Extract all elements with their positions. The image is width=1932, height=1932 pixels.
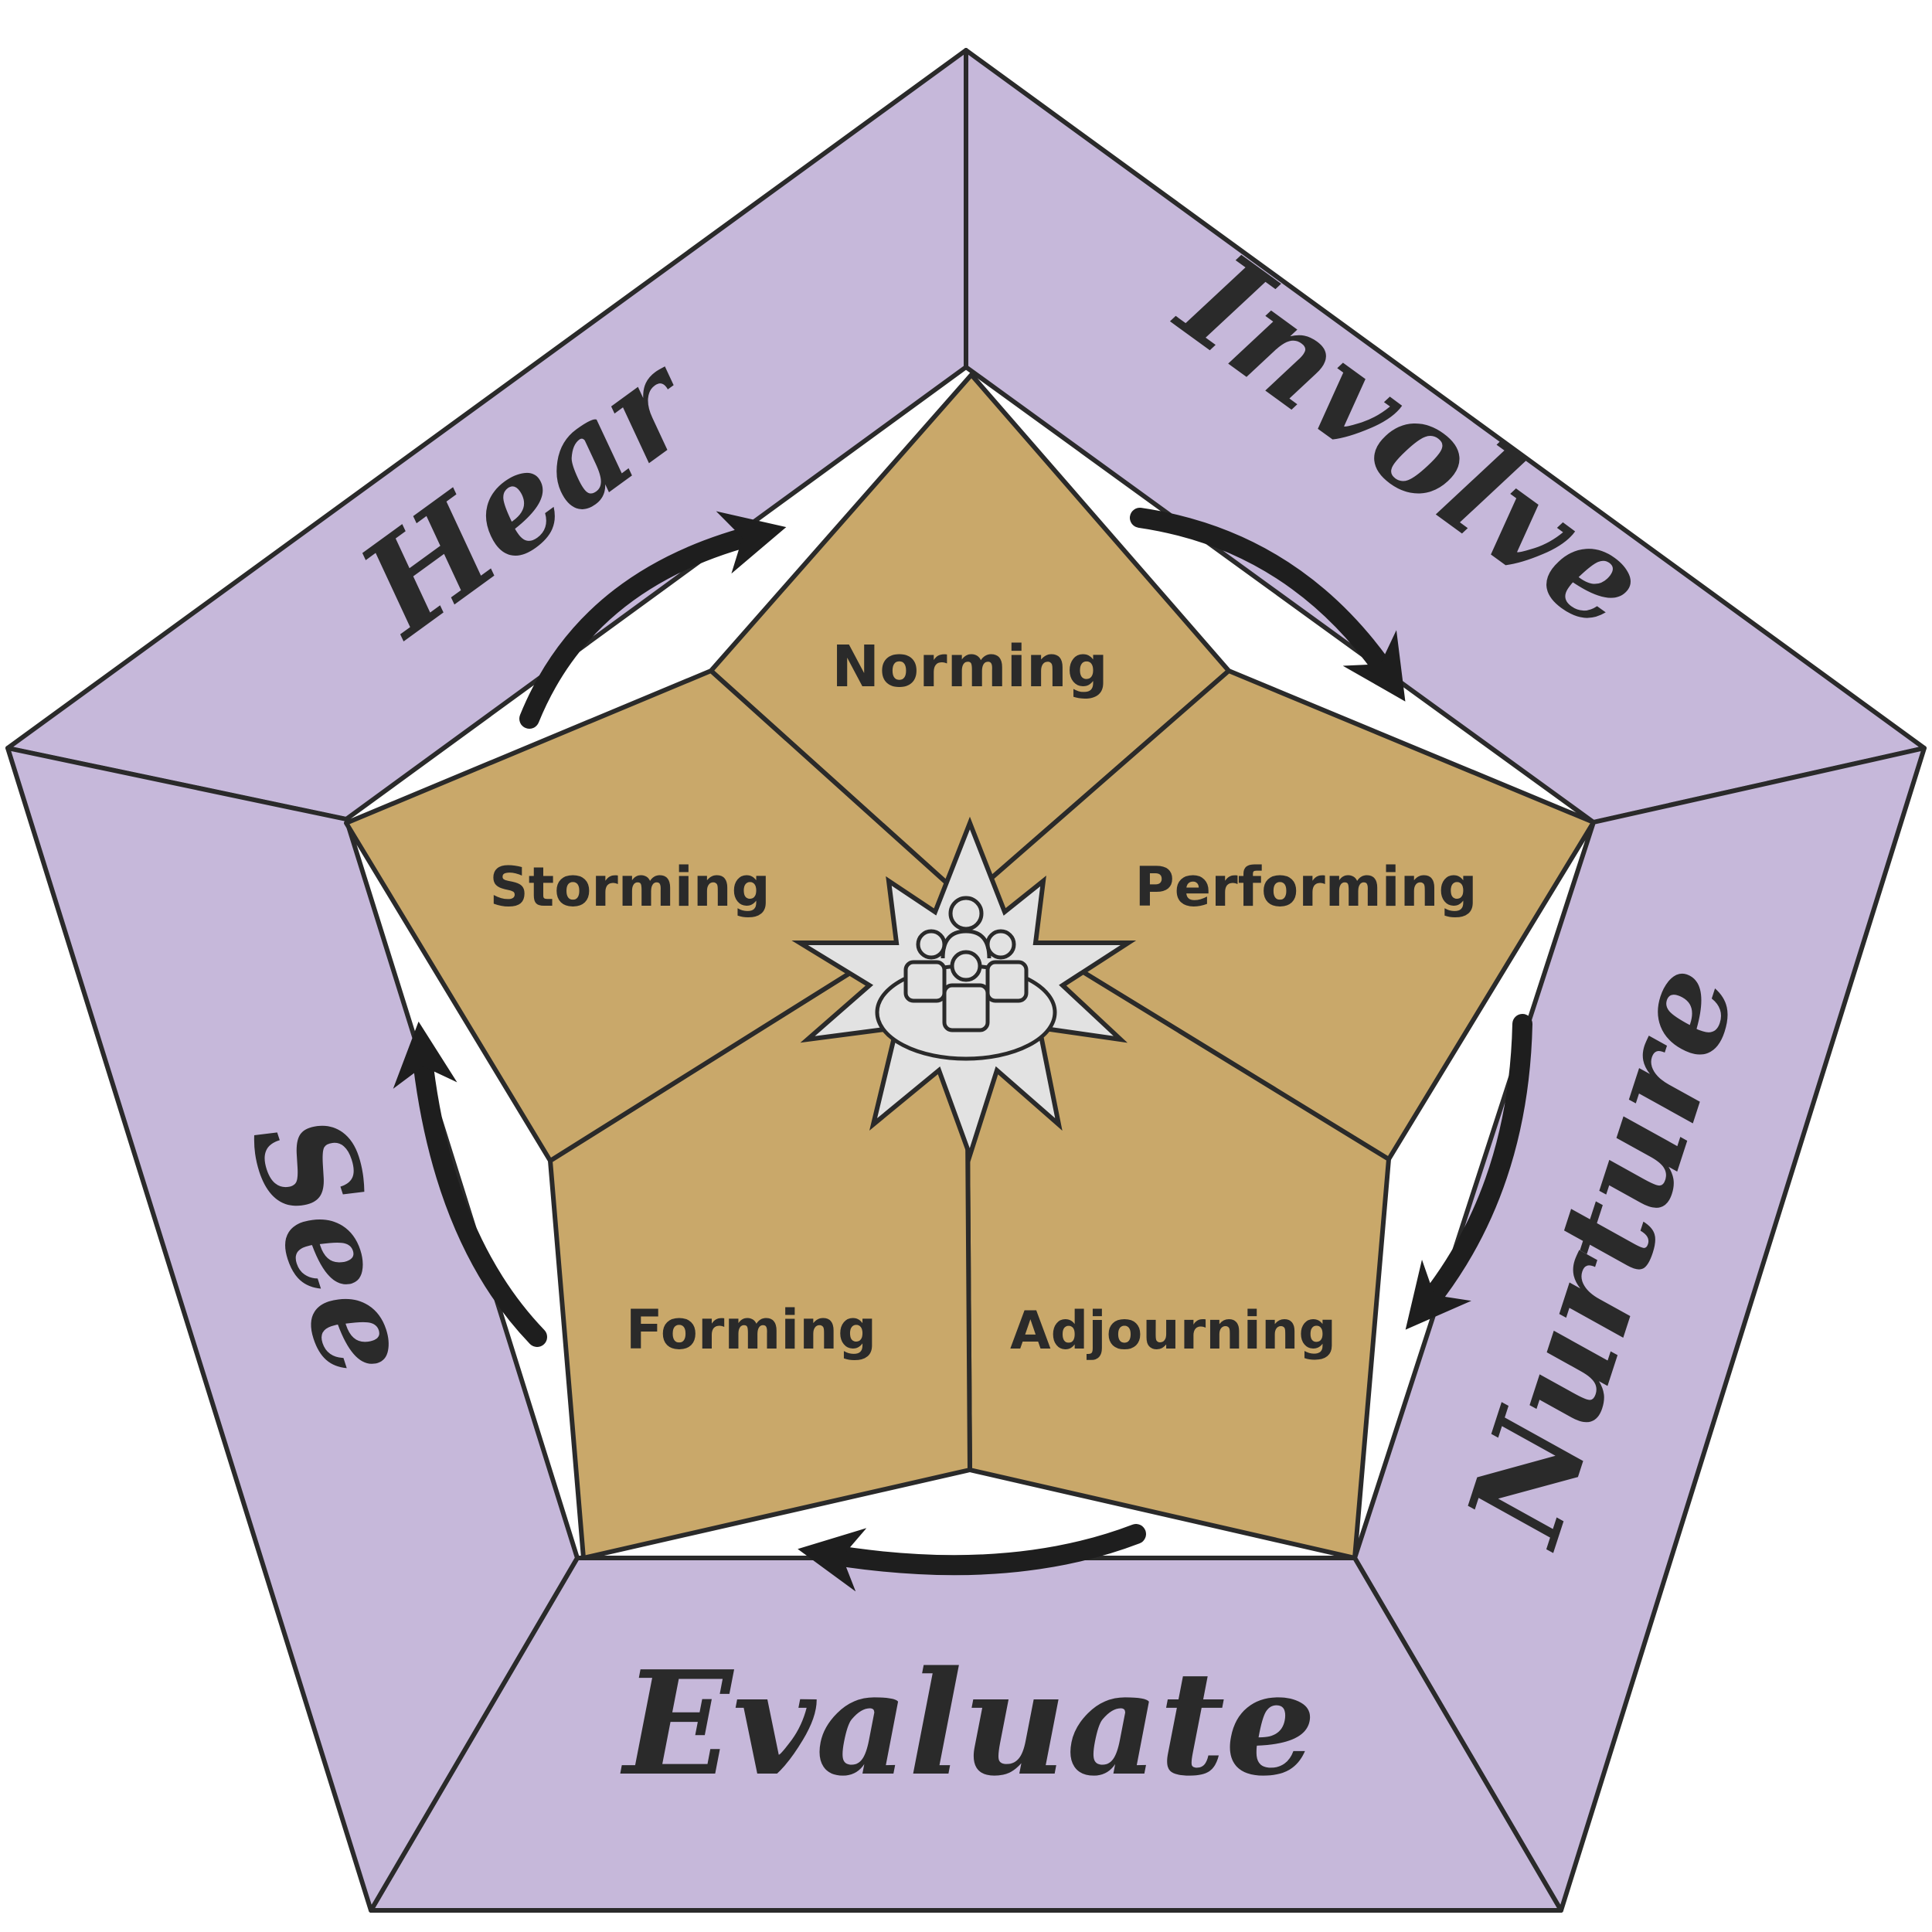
- arrow-involve-to-nurture: [1130, 508, 1406, 702]
- inner-pentagon: [344, 372, 1596, 1560]
- arrow-nurture-to-evaluate: [1405, 1014, 1532, 1330]
- label-evaluate: Evaluate: [620, 1639, 1316, 1808]
- label-performing: Performing: [1134, 855, 1477, 919]
- label-storming: Storming: [489, 855, 770, 919]
- outer-ring: [5, 48, 1927, 1913]
- arrow-hear-to-involve: [519, 511, 787, 729]
- arrow-evaluate-to-see: [798, 1524, 1146, 1592]
- label-norming: Norming: [832, 634, 1107, 700]
- label-forming: Forming: [626, 1298, 876, 1362]
- outer-segment-see: [5, 746, 580, 1913]
- arrow-see-to-hear: [393, 1021, 547, 1347]
- label-adjourning: Adjourning: [1010, 1301, 1336, 1362]
- inner-segment-storming: [344, 668, 968, 1163]
- cycle-arrows: [393, 508, 1532, 1592]
- center-emblem: [791, 816, 1137, 1163]
- team-meeting-icon: [875, 896, 1057, 1061]
